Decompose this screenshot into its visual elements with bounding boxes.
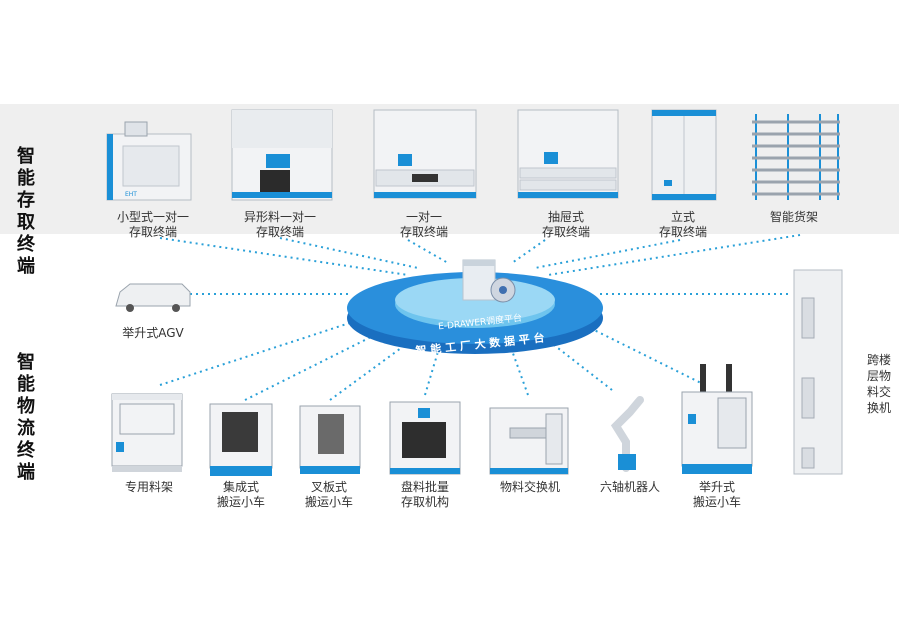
logistics-section-label: 智能物流终端 [17, 352, 35, 483]
logistics-caption-3: 叉板式搬运小车 [304, 480, 353, 509]
small-terminal-image: EHT [106, 121, 192, 201]
smart-shelf-image [752, 114, 840, 200]
drawer-terminal-image [517, 109, 619, 199]
logistics-caption-4: 盘料批量存取机构 [400, 480, 449, 509]
logistics-caption-2: 集成式搬运小车 [216, 480, 265, 509]
reel-batch-image [389, 401, 461, 475]
storage-caption-3: 一对一存取终端 [399, 210, 448, 239]
storage-caption-5: 立式存取终端 [658, 210, 707, 239]
logistics-caption-6: 六轴机器人 [599, 480, 660, 494]
logistics-caption-7: 举升式搬运小车 [692, 480, 741, 509]
storage-caption-6: 智能货架 [769, 210, 818, 224]
integrated-cart-image [209, 403, 273, 476]
storage-caption-4: 抽屉式存取终端 [541, 210, 590, 239]
storage-caption-1: 小型式一对一存取终端 [116, 210, 189, 239]
brand-logo: EHT [125, 191, 137, 198]
one-to-one-terminal-image [373, 109, 477, 199]
vertical-terminal-image [651, 109, 717, 201]
irregular-terminal-image [231, 109, 333, 201]
fork-cart-image [299, 405, 361, 474]
storage-caption-2: 异形料一对一存取终端 [243, 210, 316, 239]
material-exchanger-image [489, 407, 569, 475]
cross-floor-caption: 跨楼层物料交换机 [866, 353, 891, 415]
dedicated-rack-image [111, 393, 183, 472]
logistics-caption-5: 物料交换机 [499, 480, 560, 494]
storage-section-label: 智能存取终端 [17, 146, 35, 277]
six-axis-robot-image [610, 396, 644, 472]
agv-image [115, 283, 191, 312]
edrawer-platform [347, 259, 603, 354]
logistics-caption-1: 专用料架 [124, 480, 173, 494]
cross-floor-exchanger-image [793, 269, 843, 475]
agv-caption: 举升式AGV [122, 326, 184, 340]
lift-cart-image [681, 364, 753, 474]
